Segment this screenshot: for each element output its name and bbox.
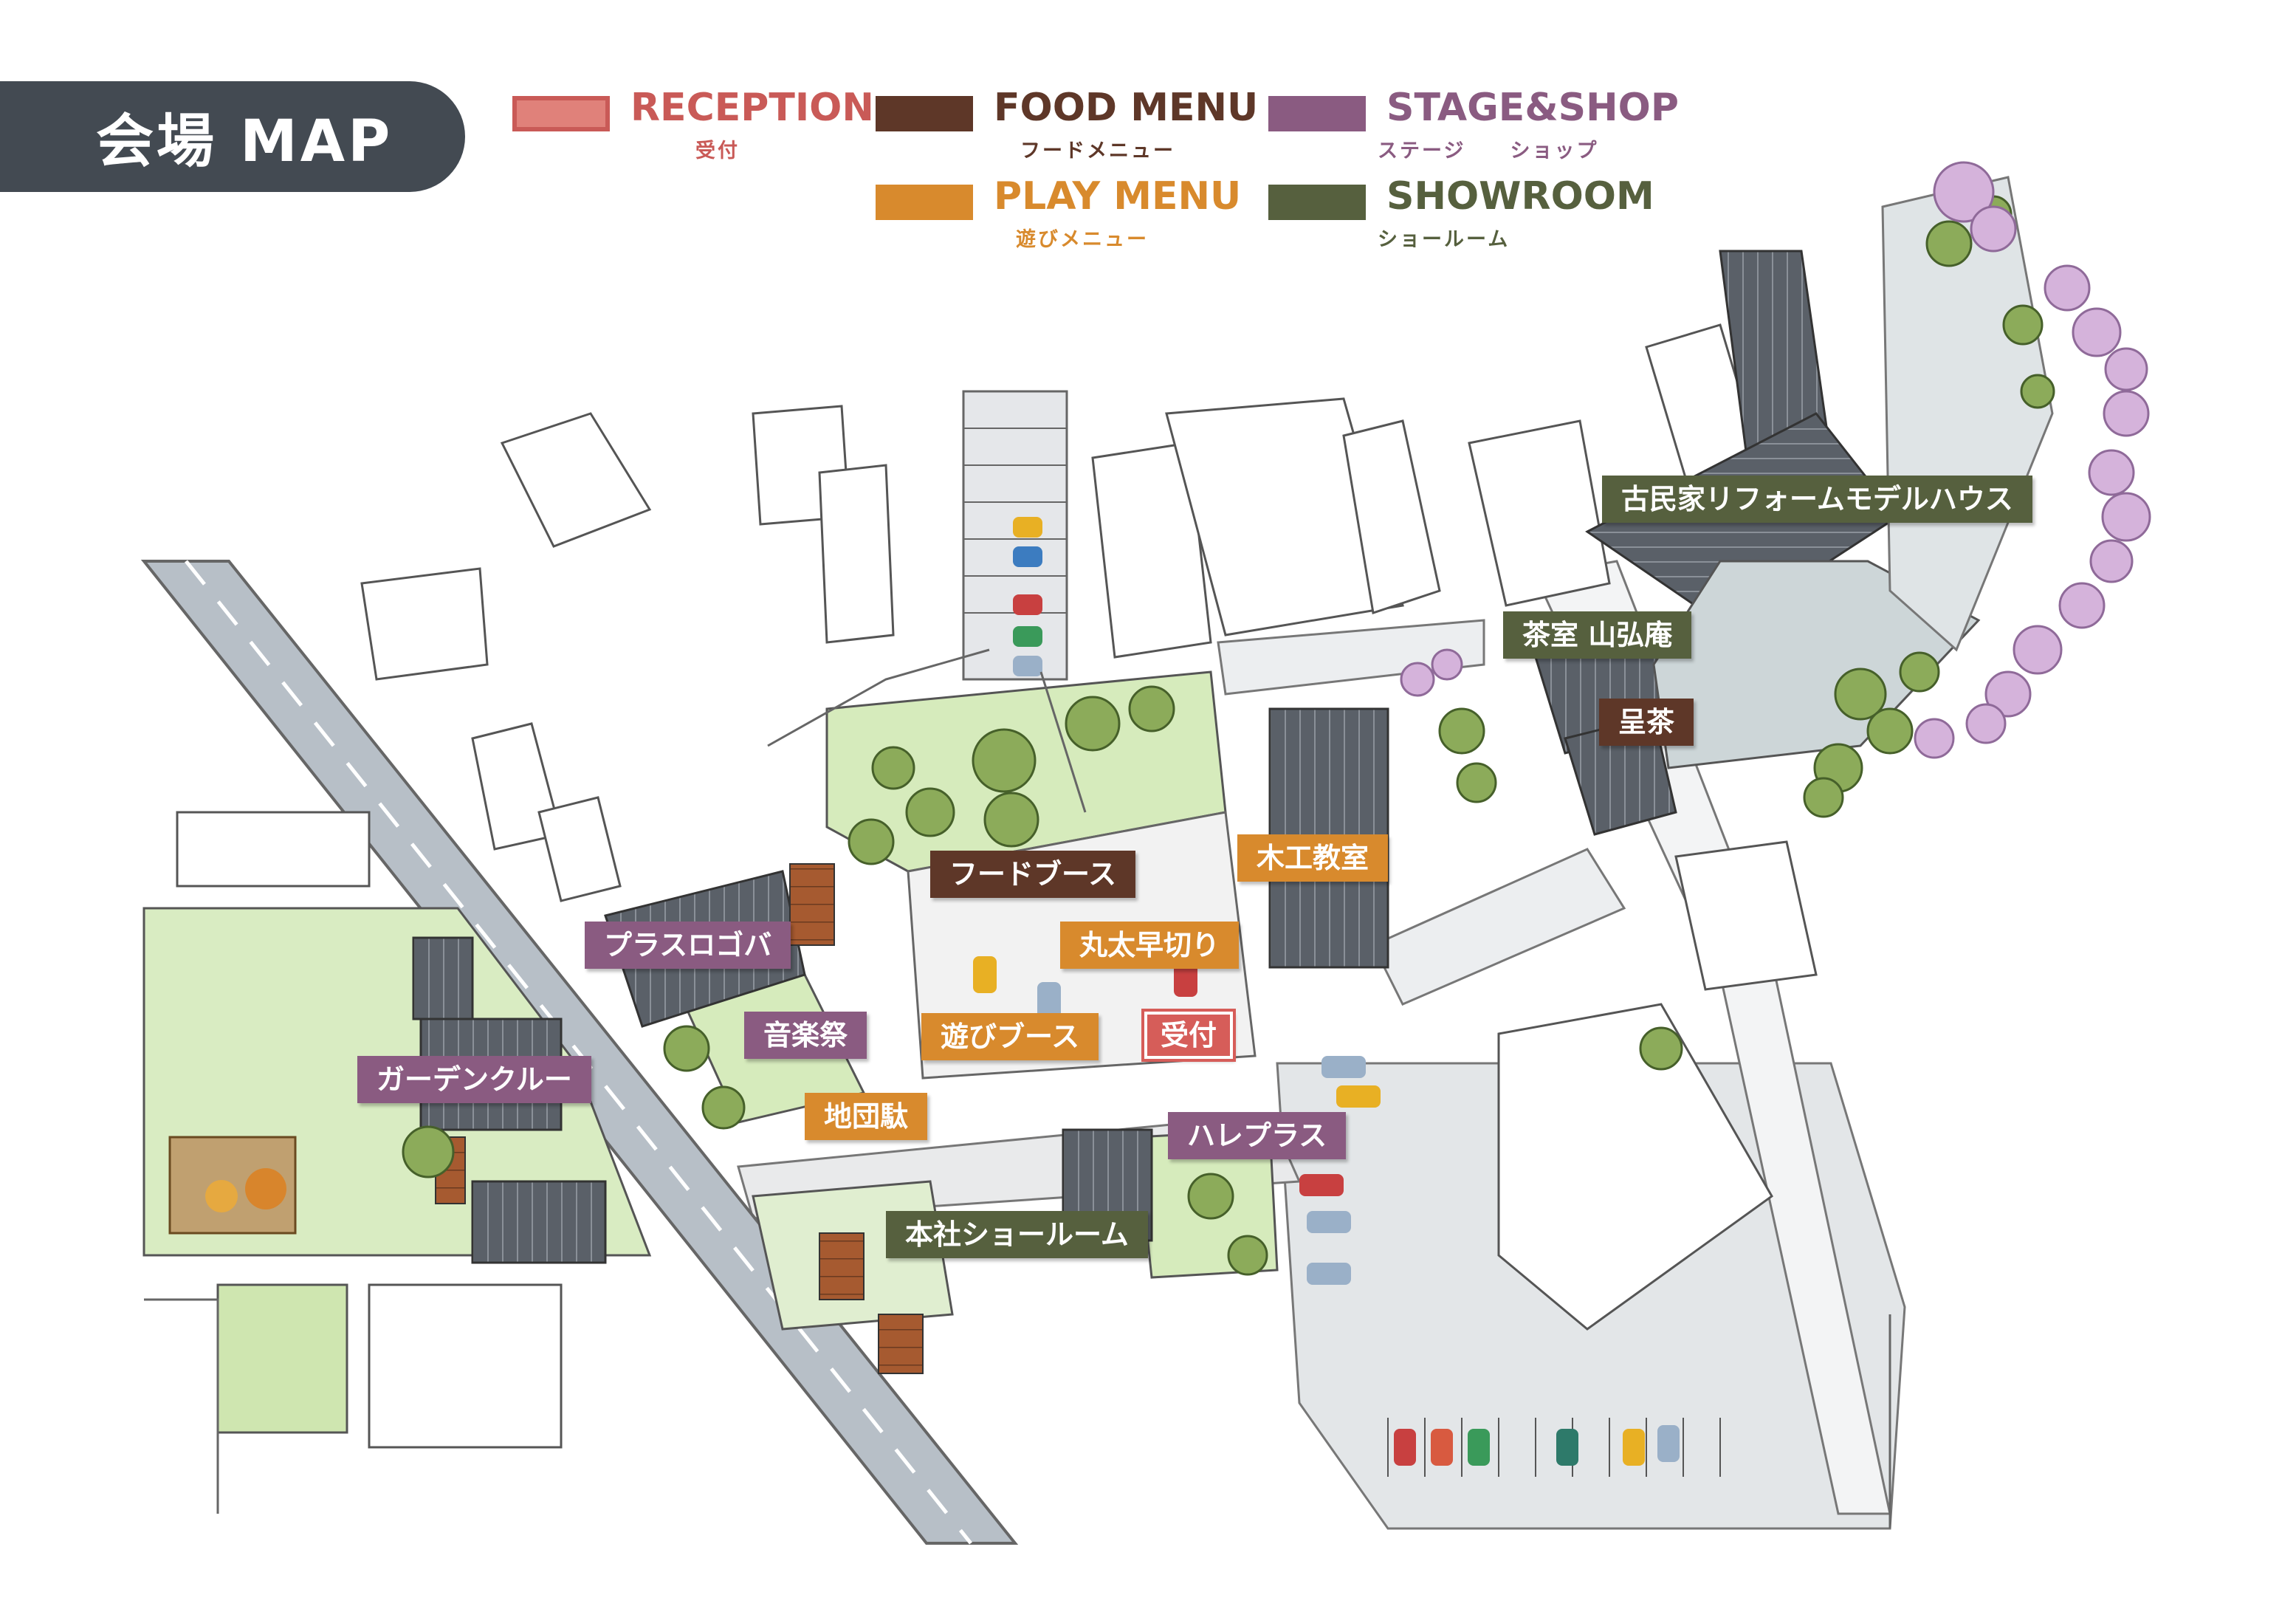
legend-label-reception: RECEPTION — [630, 86, 874, 130]
label-chashitsu-yamahiroan[interactable]: 茶室 山弘庵 — [1503, 611, 1692, 659]
label-asobi-booth[interactable]: 遊びブース — [921, 1013, 1099, 1060]
pink-trees — [1400, 161, 2151, 759]
map-title-tab: 会場 MAP — [0, 81, 465, 192]
label-kominka-model-house[interactable]: 古民家リフォームモデルハウス — [1602, 476, 2032, 523]
label-mokko-kyoshitsu[interactable]: 木工教室 — [1237, 834, 1389, 882]
label-jidanda[interactable]: 地団駄 — [805, 1093, 928, 1140]
legend-swatch-stage — [1268, 96, 1366, 131]
legend-label-play: PLAY MENU — [994, 174, 1242, 219]
legend-sub-food: フードメニュー — [1020, 140, 1175, 162]
kominka-courtyard — [1652, 176, 2054, 769]
label-garden-crew[interactable]: ガーデンクルー — [357, 1056, 591, 1103]
legend-sub-play: 遊びメニュー — [1016, 228, 1149, 251]
label-food-booth[interactable]: フードブース — [930, 851, 1136, 898]
map-lines — [144, 648, 1891, 1528]
top-parking-lot — [962, 390, 1068, 681]
bottom-parking-cars — [1299, 1056, 1721, 1477]
legend-swatch-reception — [512, 96, 610, 131]
neighbor-buildings — [176, 323, 1818, 1449]
legend-label-stage: STAGE&SHOP — [1386, 86, 1679, 130]
legend-swatch-showroom — [1268, 185, 1366, 220]
legend-sub-showroom: ショールーム — [1378, 228, 1510, 251]
legend-sub-reception: 受付 — [695, 140, 740, 162]
legend-label-food: FOOD MENU — [994, 86, 1259, 130]
legend-swatch-food — [876, 96, 973, 131]
label-marubuta-hayagiri[interactable]: 丸太早切り — [1060, 922, 1240, 969]
legend-label-showroom: SHOWROOM — [1386, 174, 1654, 219]
label-honsha-showroom[interactable]: 本社ショールーム — [886, 1211, 1148, 1258]
page-title: 会場 MAP — [96, 109, 393, 175]
label-plus-logoba[interactable]: プラスロゴバ — [585, 922, 791, 969]
label-ongakusai[interactable]: 音楽祭 — [744, 1012, 867, 1059]
label-hare-plus[interactable]: ハレプラス — [1168, 1112, 1347, 1159]
label-teicha[interactable]: 呈茶 — [1599, 699, 1694, 746]
trees — [402, 195, 2055, 1276]
label-uketsuke[interactable]: 受付 — [1141, 1009, 1237, 1062]
legend-swatch-play — [876, 185, 973, 220]
legend-sub-stage: ステージ ショップ — [1378, 140, 1599, 162]
